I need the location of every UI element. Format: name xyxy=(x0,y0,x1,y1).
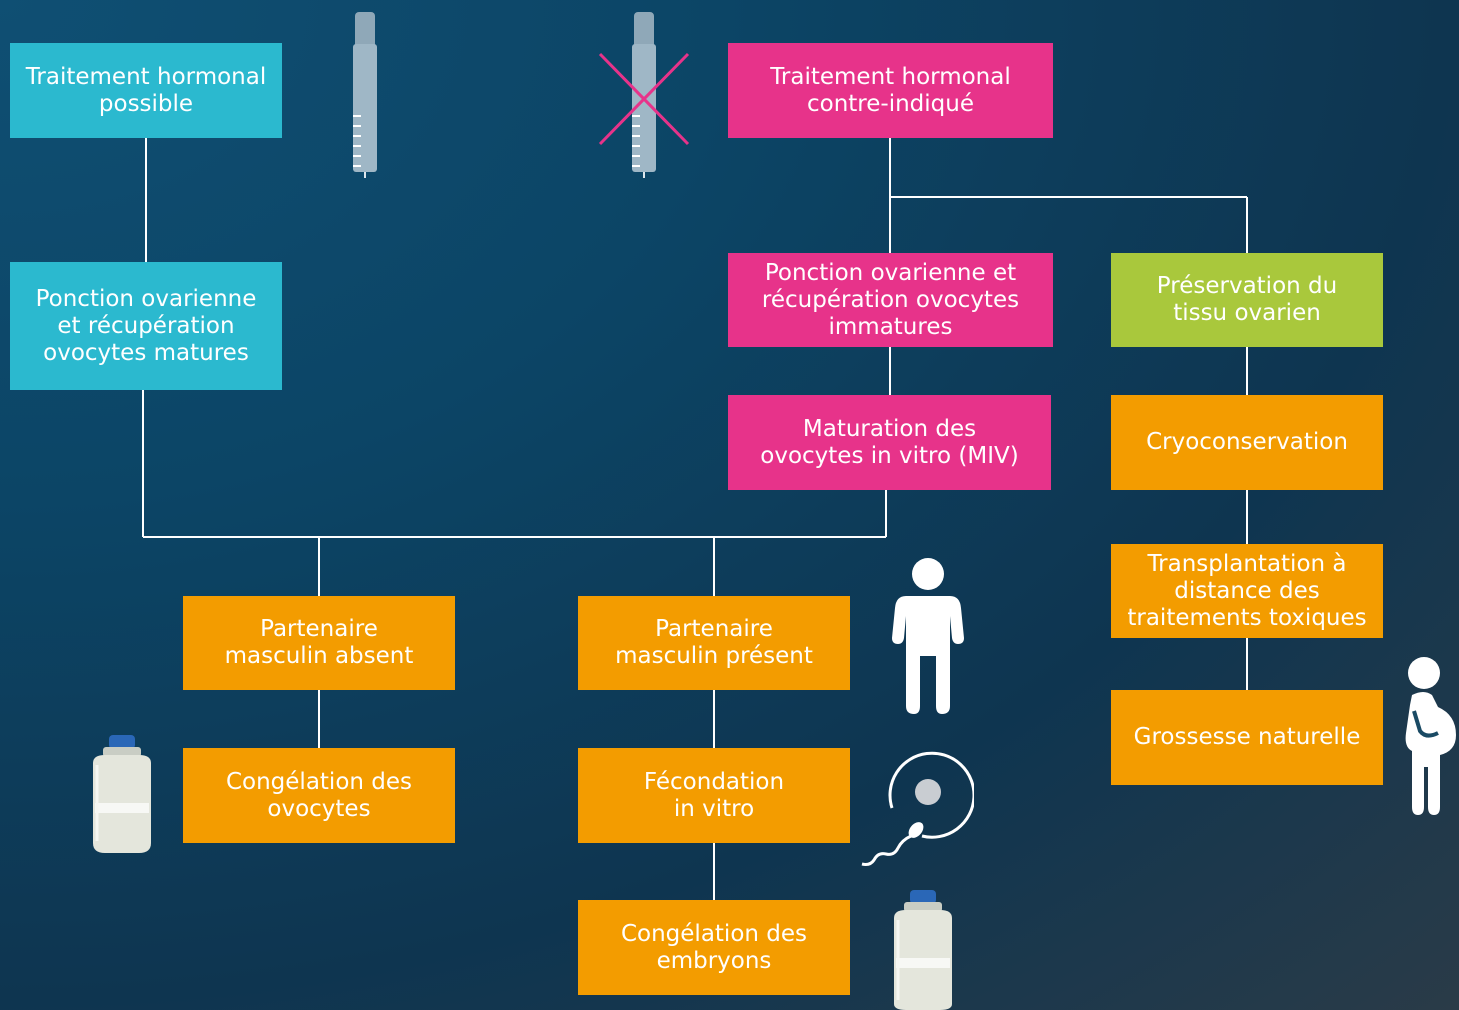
hormonal-possible-node: Traitement hormonal possible xyxy=(10,43,282,138)
preservation-tissu-node: Préservation du tissu ovarien xyxy=(1111,253,1383,347)
ponction-immatures-node: Ponction ovarienne et récupération ovocy… xyxy=(728,253,1053,347)
congelation-ovocytes-node: Congélation des ovocytes xyxy=(183,748,455,843)
transplantation-node: Transplantation à distance des traitemen… xyxy=(1111,544,1383,638)
congelation-embryons-node: Congélation des embryons xyxy=(578,900,850,995)
fecondation-node: Fécondation in vitro xyxy=(578,748,850,843)
cryo-tank-icon-embryons xyxy=(894,890,952,1010)
crossed-syringe-icon xyxy=(598,12,690,178)
syringe-icon xyxy=(353,12,377,178)
maturation-miv-node: Maturation des ovocytes in vitro (MIV) xyxy=(728,395,1051,490)
man-icon xyxy=(892,558,964,714)
sperm-egg-icon xyxy=(861,751,974,866)
partenaire-absent-node: Partenaire masculin absent xyxy=(183,596,455,690)
cryo-tank-icon xyxy=(93,735,151,853)
ponction-matures-node: Ponction ovarienne et récupération ovocy… xyxy=(10,262,282,390)
hormonal-contra-node: Traitement hormonal contre-indiqué xyxy=(728,43,1053,138)
partenaire-present-node: Partenaire masculin présent xyxy=(578,596,850,690)
pregnant-woman-icon xyxy=(1405,657,1456,815)
cryoconservation-node: Cryoconservation xyxy=(1111,395,1383,490)
grossesse-node: Grossesse naturelle xyxy=(1111,690,1383,785)
